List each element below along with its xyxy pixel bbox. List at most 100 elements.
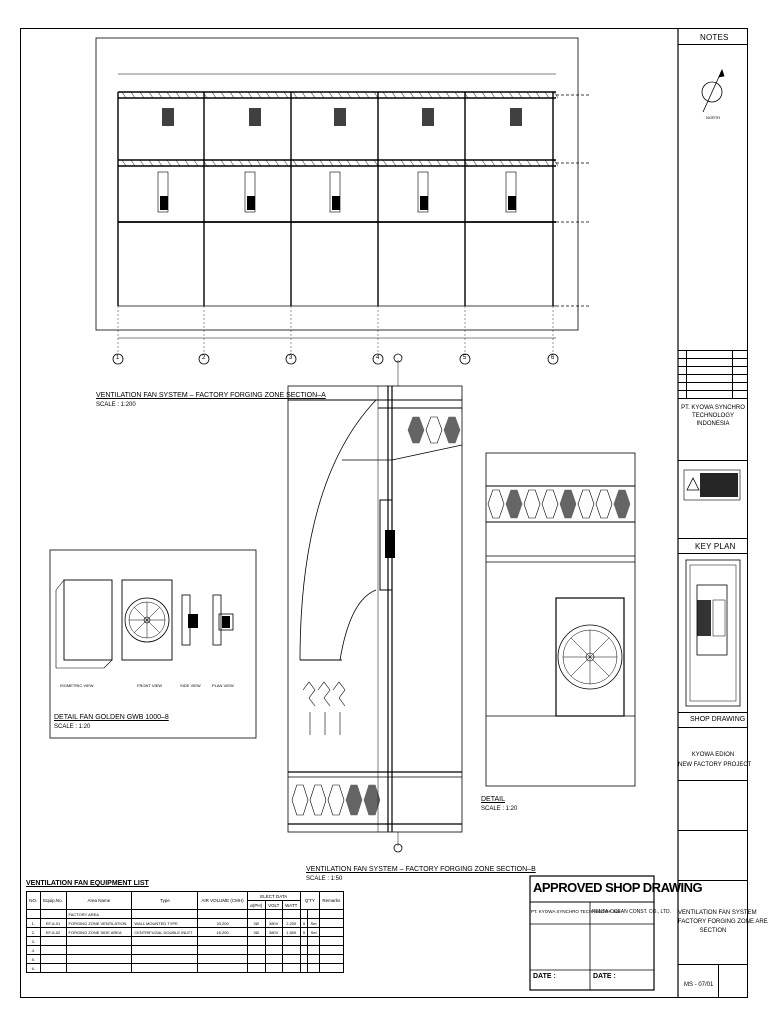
table-cell: 380V	[264, 927, 283, 937]
grid-label: 6	[551, 355, 555, 361]
north-label: NORTH	[706, 115, 721, 120]
table-cell: WALL MOUNTED TYPE	[131, 918, 199, 928]
grid-bubble	[547, 353, 559, 365]
section-a-title: VENTILATION FAN SYSTEM – FACTORY FORGING…	[96, 392, 326, 399]
detail-fan-scale: SCALE : 1:20	[54, 724, 91, 730]
detail-fan-title: DETAIL FAN GOLDEN GWB 1000–8	[54, 714, 169, 721]
table-cell: FORGING ZONE VENTILATION	[65, 918, 133, 928]
table-cell	[307, 963, 320, 973]
col-equip-no: Equip.No.	[39, 891, 67, 910]
grid-bubble	[285, 353, 297, 365]
table-cell	[131, 954, 199, 964]
grid-bubble	[198, 353, 210, 365]
area-row: FACTORY AREA	[65, 909, 133, 919]
table-cell	[197, 954, 248, 964]
table-cell	[281, 963, 301, 973]
divider	[678, 460, 748, 461]
grid-label: 1	[116, 355, 120, 361]
section-b-title: VENTILATION FAN SYSTEM – FACTORY FORGING…	[306, 866, 536, 873]
table-cell	[131, 963, 199, 973]
table-cell: 5.	[26, 954, 41, 964]
project-name-line-1: KYOWA EDION	[691, 752, 735, 758]
view-label-front: FRONT VIEW	[137, 683, 163, 688]
table-cell: 2,200	[281, 918, 301, 928]
detail-scale: SCALE : 1:20	[481, 806, 518, 812]
grid-label: 2	[202, 355, 206, 361]
table-cell	[246, 954, 266, 964]
detail-title: DETAIL	[481, 796, 505, 803]
view-label-isometric: ISOMETRIC VIEW	[60, 683, 94, 688]
table-cell: 2.	[26, 927, 41, 937]
view-label-plan: PLAN VIEW	[212, 683, 234, 688]
table-row: 5.	[26, 954, 345, 964]
table-cell	[307, 954, 320, 964]
divider	[678, 712, 748, 713]
table-cell	[307, 936, 320, 946]
revision-table	[678, 350, 748, 399]
table-cell	[318, 963, 345, 973]
drawing-title-line-1: VENTILATION FAN SYSTEM	[678, 910, 757, 916]
table-cell: 33,200	[197, 918, 248, 928]
project-name-line-2: NEW FACTORY PROJECT	[678, 762, 752, 768]
equipment-table: NO. Equip.No. Area Name Type AIR VOLUME …	[26, 891, 345, 973]
table-cell	[197, 945, 248, 955]
drawing-title-line-2: FACTORY FORGING ZONE AREA	[678, 919, 768, 925]
table-cell: 3.	[26, 936, 41, 946]
table-cell: Set	[307, 927, 320, 937]
col-elect-data: ELECT DATA	[246, 891, 301, 901]
section-b-scale: SCALE : 1:50	[306, 876, 343, 882]
table-cell: Set	[307, 918, 320, 928]
divider	[678, 780, 748, 781]
table-cell	[264, 945, 283, 955]
table-cell	[246, 936, 266, 946]
drawing-title-line-3: SECTION	[699, 928, 727, 934]
table-cell	[197, 936, 248, 946]
table-cell: EF-6-02	[39, 927, 67, 937]
table-row: 4.	[26, 945, 345, 955]
table-cell	[65, 963, 133, 973]
approval-date-2: DATE :	[593, 973, 616, 980]
approval-date-1: DATE :	[533, 973, 556, 980]
table-cell	[299, 963, 309, 973]
divider	[678, 964, 748, 965]
grid-label: 4	[376, 355, 380, 361]
col-qty: Q'TY	[299, 891, 320, 910]
table-cell	[264, 954, 283, 964]
table-cell	[318, 945, 345, 955]
section-a-scale: SCALE : 1:200	[96, 402, 136, 408]
table-cell	[197, 963, 248, 973]
table-cell	[246, 945, 266, 955]
approval-party-2: PENTA-OCEAN CONST. CO., LTD.	[592, 909, 671, 915]
col-air-volume: AIR VOLUME (CMH)	[197, 891, 248, 910]
drawing-sheet	[20, 28, 748, 998]
client-name: PT. KYOWA SYNCHRO TECHNOLOGY INDONESIA	[681, 405, 745, 427]
col-remarks: Remarks	[318, 891, 345, 910]
table-cell	[39, 954, 67, 964]
table-cell	[39, 963, 67, 973]
equipment-list-title: VENTILATION FAN EQUIPMENT LIST	[26, 880, 149, 887]
table-cell	[131, 945, 199, 955]
table-cell: 380V	[264, 918, 283, 928]
approval-title: APPROVED SHOP DRAWING	[533, 880, 703, 895]
table-cell	[131, 936, 199, 946]
col-type: Type	[131, 891, 199, 910]
notes-heading: NOTES	[700, 33, 729, 42]
col-phase: ø(PH)	[246, 900, 266, 910]
shop-drawing-heading: SHOP DRAWING	[690, 716, 746, 723]
table-cell: FORGING ZONE SIDE AREA	[65, 927, 133, 937]
title-divider	[678, 44, 748, 45]
table-cell	[65, 936, 133, 946]
table-cell: 5	[299, 918, 309, 928]
col-area-name: Area Name	[65, 891, 133, 910]
table-row: 6.	[26, 963, 345, 973]
table-cell	[246, 963, 266, 973]
table-cell: 3Ø	[246, 918, 266, 928]
table-cell: 1.	[26, 918, 41, 928]
table-cell: 16,200	[197, 927, 248, 937]
grid-label: 5	[463, 355, 467, 361]
table-cell: EF-6-01	[39, 918, 67, 928]
table-cell: 4.	[26, 945, 41, 955]
table-cell	[264, 936, 283, 946]
